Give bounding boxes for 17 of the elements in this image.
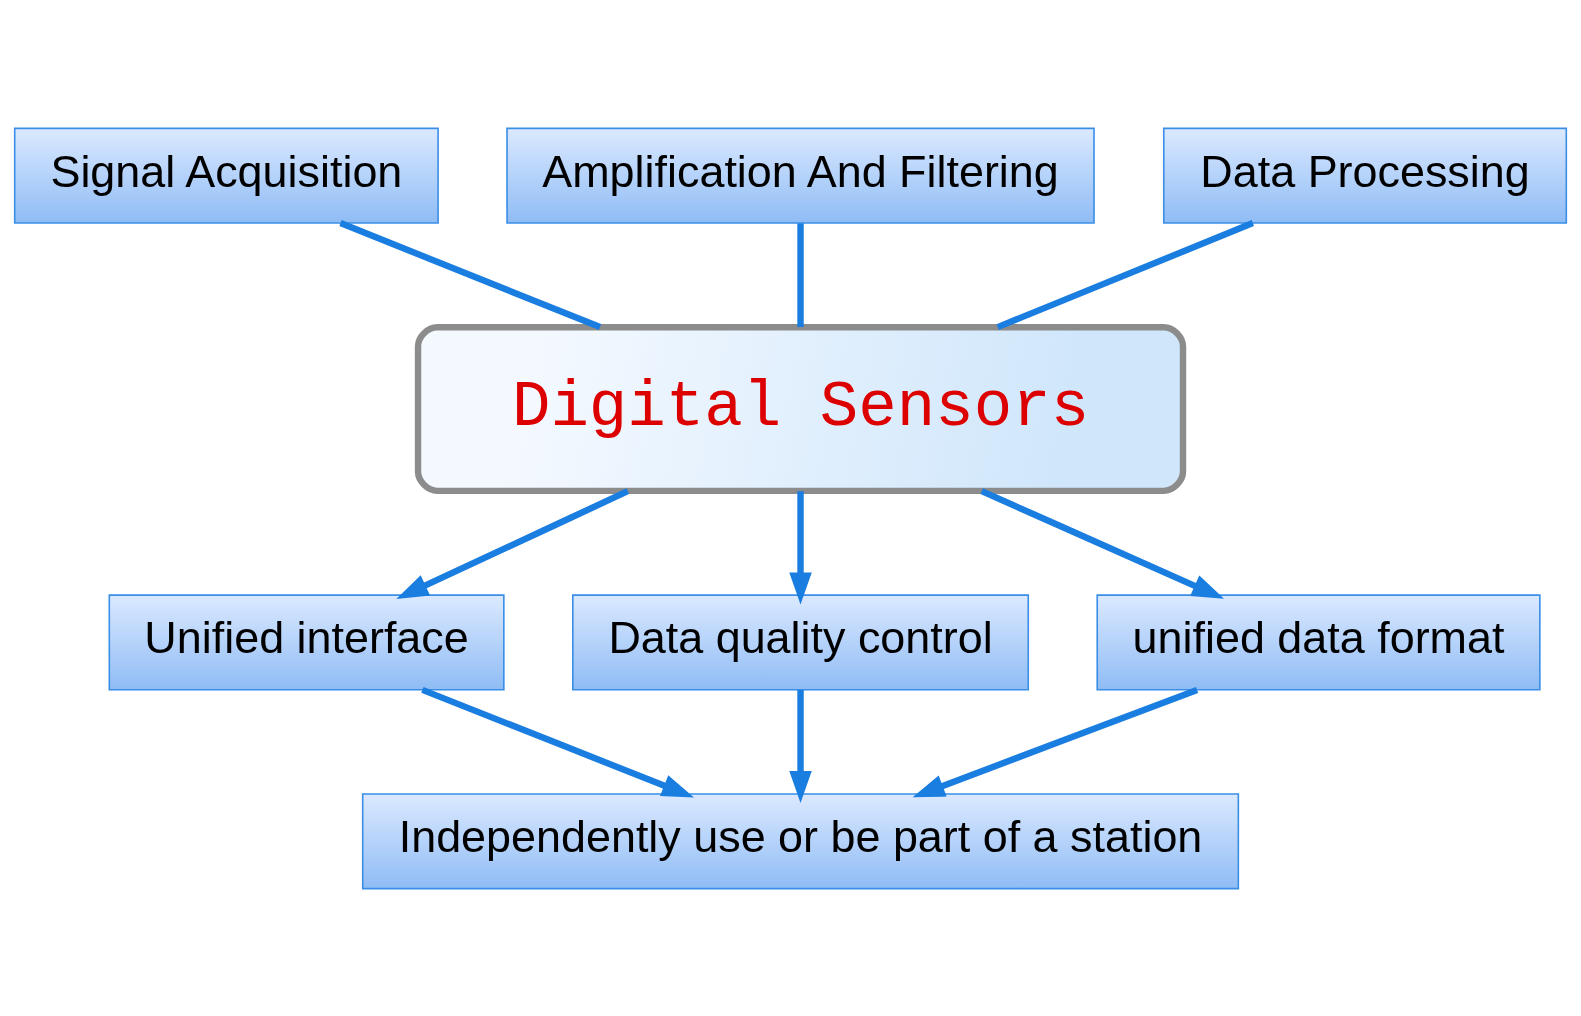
arrow — [980, 487, 1225, 599]
connector — [339, 219, 602, 330]
arrow — [789, 490, 812, 605]
node-box: Amplification And Filtering — [506, 127, 1095, 224]
arrow — [789, 689, 812, 803]
node-box: unified data format — [1096, 593, 1541, 690]
connector — [797, 222, 804, 327]
arrow — [421, 686, 695, 797]
node-box: Unified interface — [108, 593, 505, 690]
node-box: Independently use or be part of a station — [361, 792, 1240, 889]
arrow — [912, 686, 1199, 797]
node-box: Signal Acquisition — [13, 127, 439, 224]
connector — [996, 219, 1255, 330]
node-box: Data quality control — [572, 593, 1030, 690]
node-box: Data Processing — [1162, 127, 1568, 224]
node-box: Digital Sensors — [414, 323, 1187, 494]
arrow — [396, 487, 630, 599]
